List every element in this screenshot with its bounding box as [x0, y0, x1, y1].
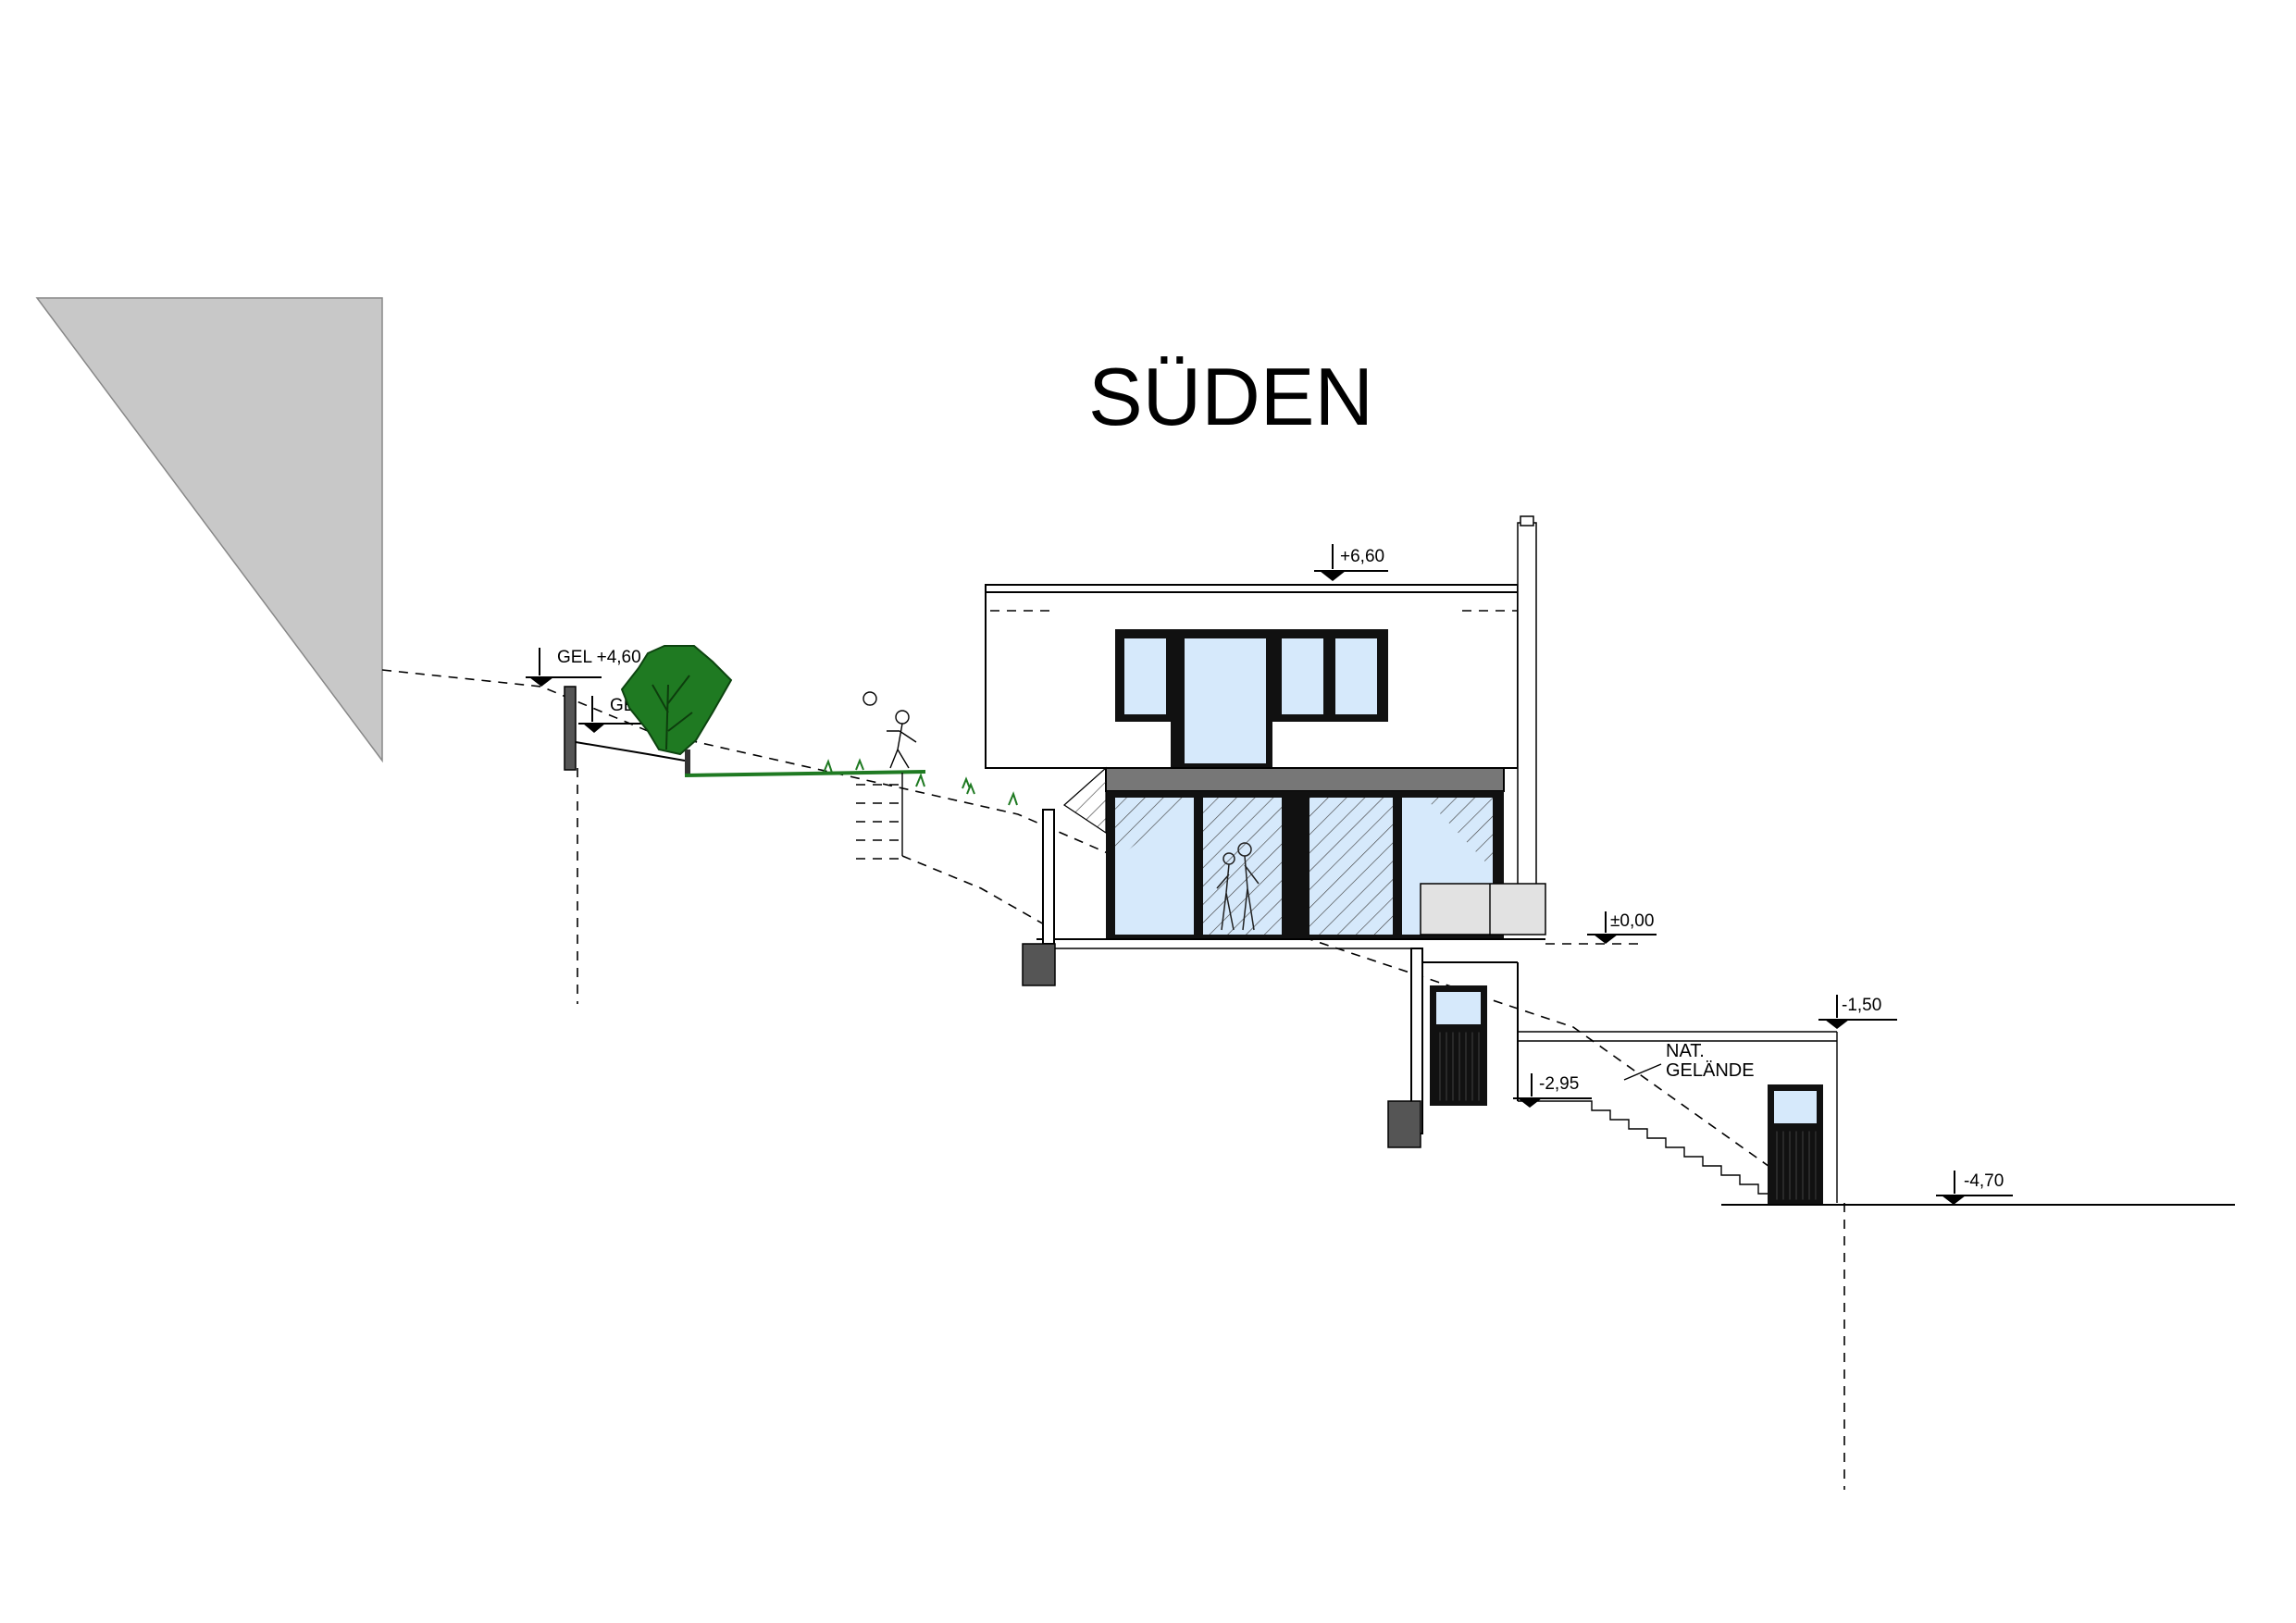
entrance-wall-footing — [1022, 943, 1056, 986]
level-marker-roof: +6,60 — [1314, 544, 1388, 581]
terrain-note: NAT. GELÄNDE — [1623, 1041, 1755, 1081]
natural-terrain-line — [381, 669, 1815, 1199]
lawn-line — [684, 770, 926, 777]
level-label-basement: -1,50 — [1842, 996, 1881, 1015]
chimney-cap — [1520, 515, 1534, 527]
terrain-note-line2: GELÄNDE — [1666, 1060, 1755, 1081]
level-marker-ground: ±0,00 — [1545, 911, 1657, 945]
tree — [620, 645, 733, 756]
left-retaining-wall — [564, 686, 577, 771]
drawing-title: SÜDEN — [1088, 351, 1373, 442]
person-figures-window — [1216, 842, 1260, 931]
level-label-lower-basement: -2,95 — [1539, 1074, 1579, 1094]
terrace-ledges — [856, 784, 902, 860]
hatched-awning-left — [1063, 766, 1107, 835]
garden-slope-line — [575, 741, 686, 762]
level-marker-gel-top: GEL +4,60 — [526, 648, 641, 687]
basement-footing — [1387, 1100, 1421, 1148]
grass-tufts — [823, 758, 1018, 806]
lower-terrain-dashed — [901, 855, 1047, 926]
neighbour-shadow-triangle — [35, 297, 383, 763]
balcony-railing — [1420, 883, 1546, 935]
level-label-gel-top: GEL +4,60 — [557, 648, 641, 667]
entrance-retaining-wall — [1042, 809, 1055, 945]
chimney — [1517, 522, 1537, 922]
level-label-street: -4,70 — [1964, 1171, 2004, 1191]
canopy — [1105, 767, 1505, 792]
level-marker-basement: -1,50 — [1818, 995, 1897, 1029]
garden-step-wall — [685, 750, 690, 775]
person-figure-left — [863, 691, 917, 769]
level-marker-lower-basement: -2,95 — [1513, 1073, 1592, 1108]
upper-window — [1115, 629, 1388, 768]
level-label-ground: ±0,00 — [1610, 911, 1654, 931]
exterior-stairs — [1518, 1100, 1778, 1203]
basement-door — [1430, 985, 1487, 1106]
level-label-roof: +6,60 — [1340, 547, 1384, 566]
level-marker-street: -4,70 — [1936, 1171, 2013, 1205]
lower-basement-door — [1768, 1084, 1823, 1205]
terrain-note-line1: NAT. — [1666, 1041, 1705, 1061]
